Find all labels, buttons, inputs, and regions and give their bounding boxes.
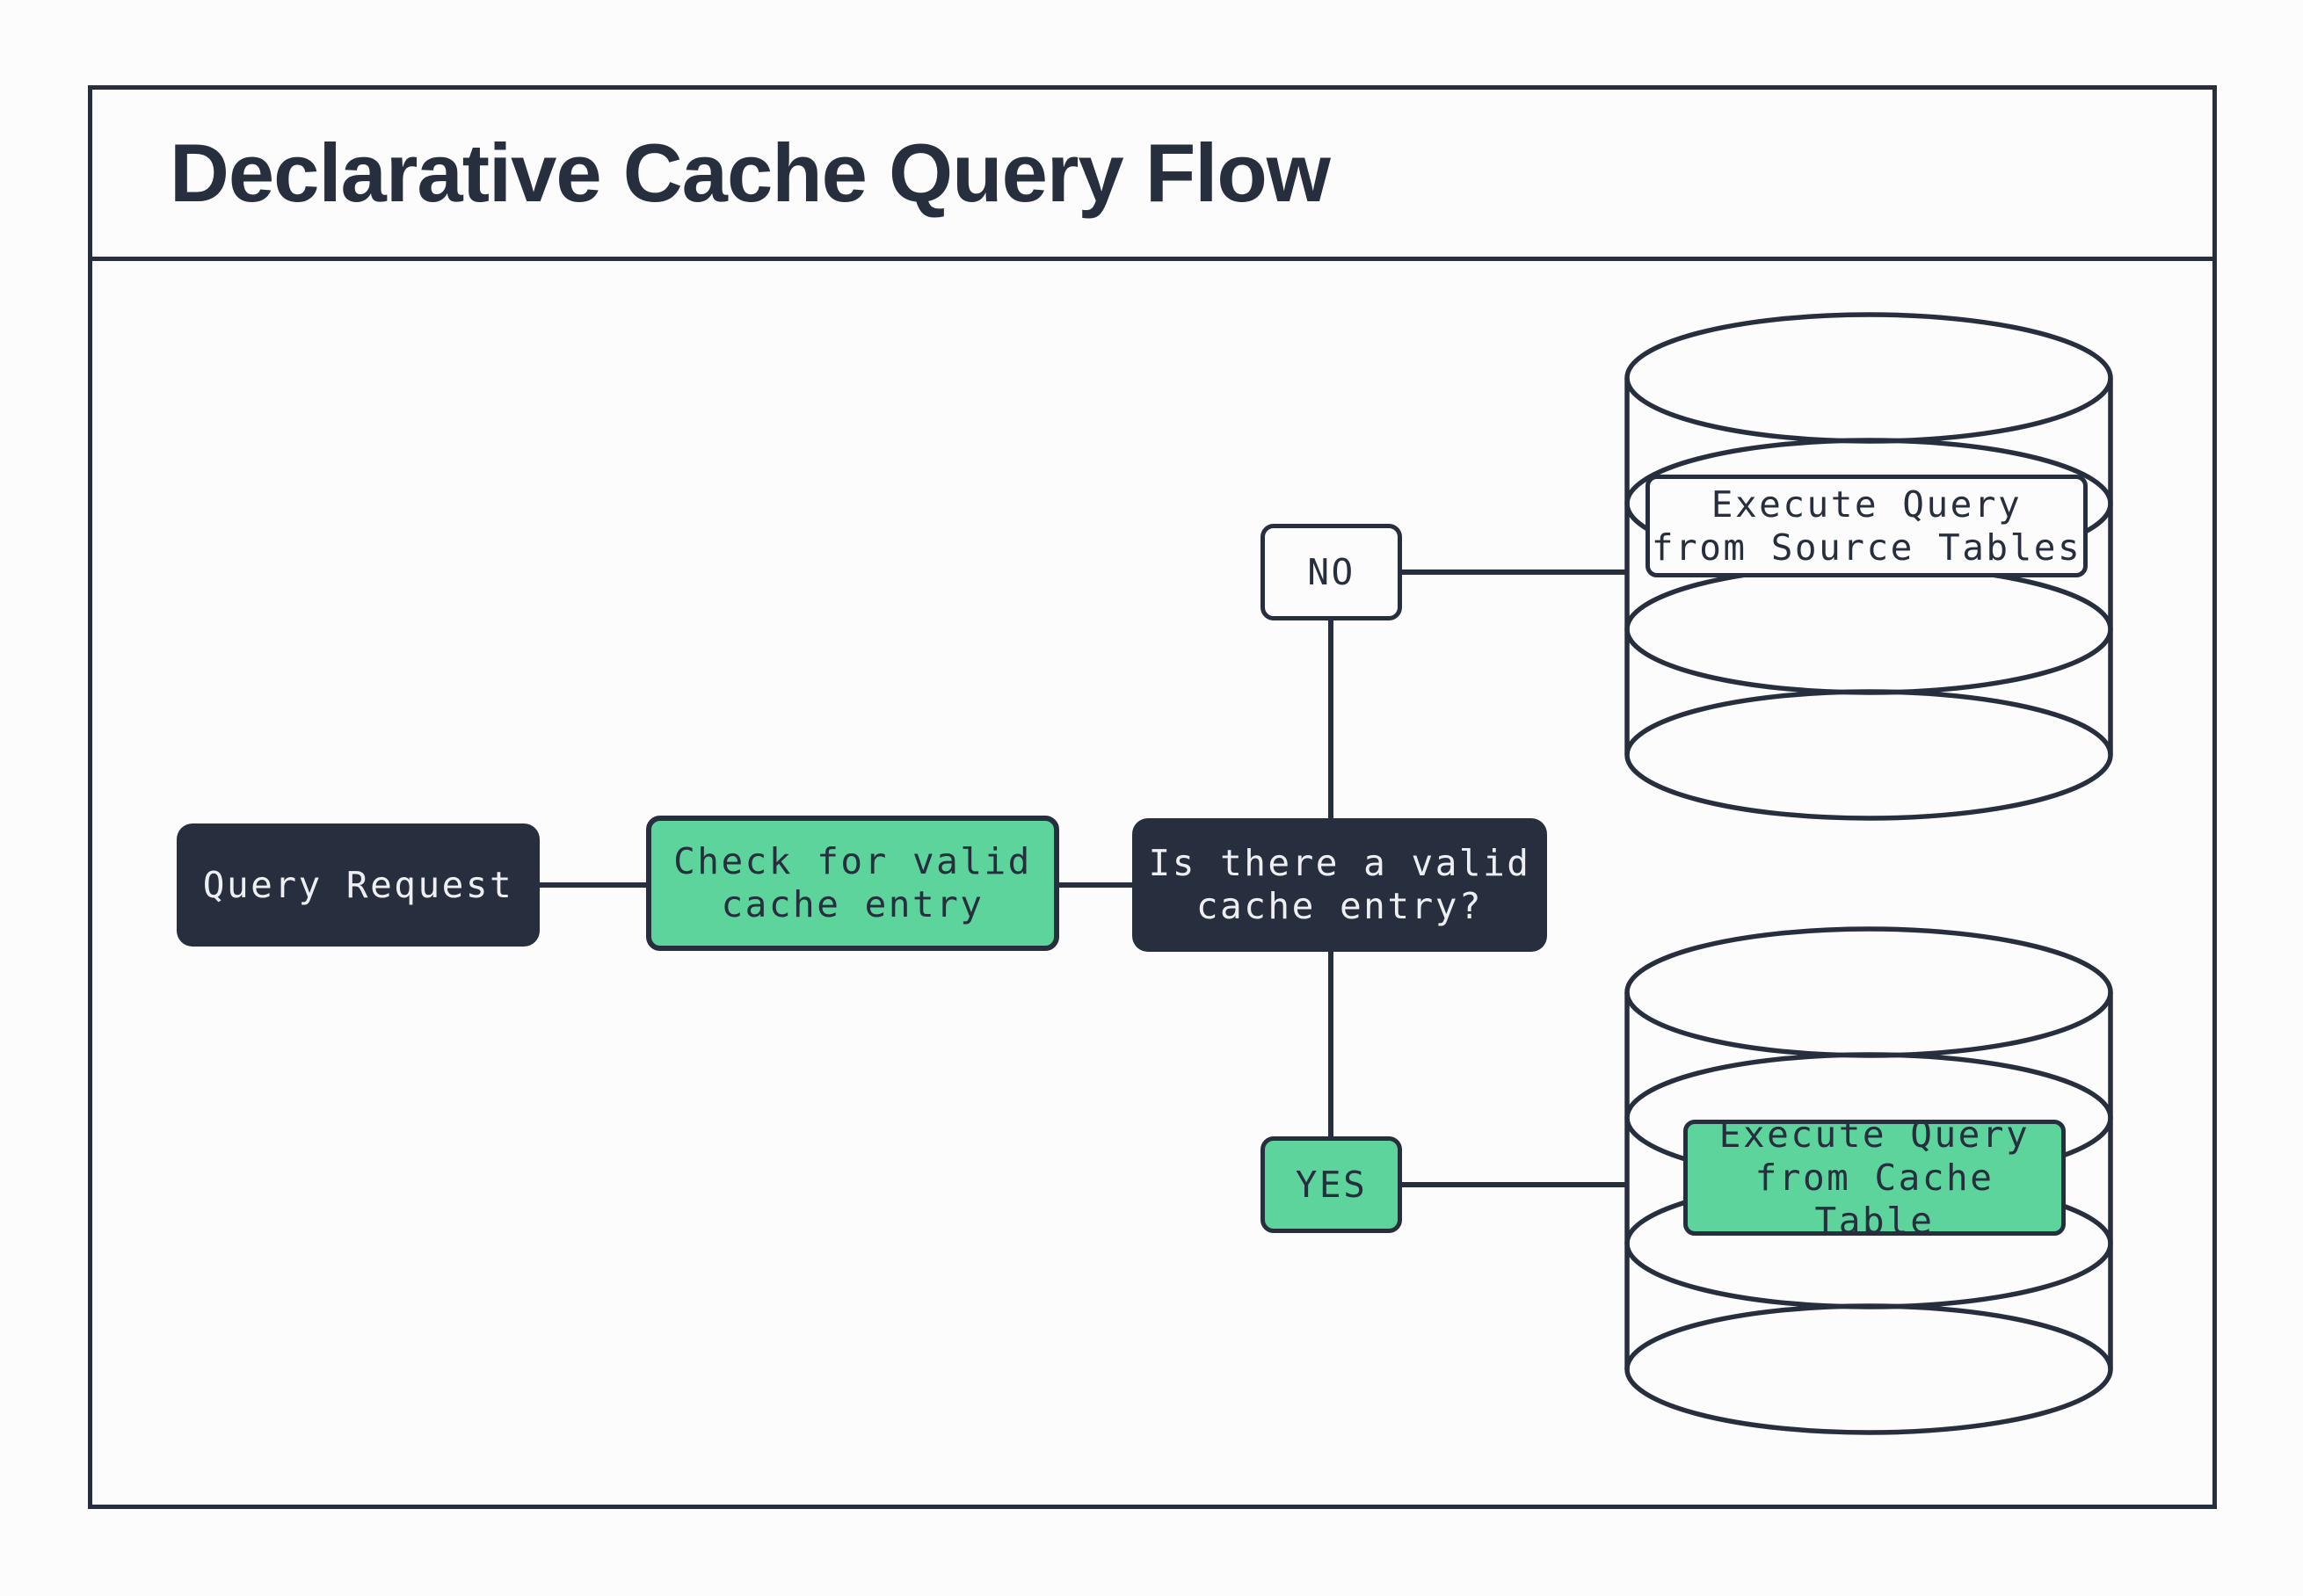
page-title: Declarative Cache Query Flow bbox=[170, 127, 1331, 219]
flow-branch-no-label: NO bbox=[1260, 524, 1402, 620]
diagram-header: Declarative Cache Query Flow bbox=[92, 90, 2212, 261]
source-database-icon bbox=[1624, 312, 2113, 821]
diagram-frame: Declarative Cache Query Flow bbox=[88, 85, 2217, 1509]
flow-node-execute-source: Execute Query from Source Tables bbox=[1646, 475, 2088, 577]
flow-node-execute-cache: Execute Query from Cache Table bbox=[1683, 1114, 2066, 1242]
cache-database-icon bbox=[1624, 926, 2113, 1435]
flow-node-decision: Is there a valid cache entry? bbox=[1132, 818, 1547, 952]
flow-node-check-cache: Check for valid cache entry bbox=[646, 816, 1059, 951]
flow-node-query-request: Query Request bbox=[177, 823, 540, 947]
flow-branch-yes-label: YES bbox=[1260, 1136, 1402, 1233]
